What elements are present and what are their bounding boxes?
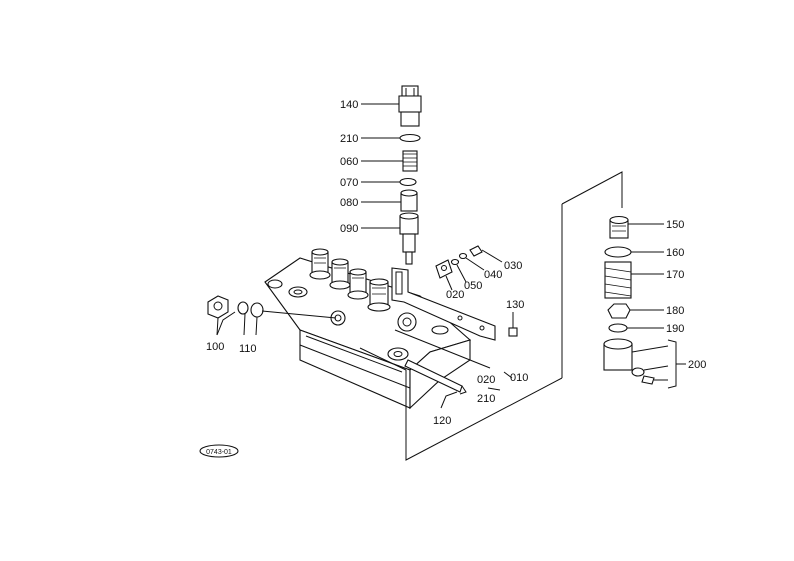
label-190: 190 xyxy=(666,323,684,335)
label-180: 180 xyxy=(666,305,684,317)
label-030: 030 xyxy=(504,260,522,272)
label-050: 050 xyxy=(464,280,482,292)
gasket-070 xyxy=(399,177,417,187)
washer-110-a xyxy=(237,301,249,315)
spring-060 xyxy=(402,150,418,172)
plunger-spring-170 xyxy=(604,261,632,299)
label-130: 130 xyxy=(506,299,524,311)
label-200: 200 xyxy=(688,359,706,371)
label-090: 090 xyxy=(340,223,358,235)
label-160: 160 xyxy=(666,247,684,259)
stamp-text: 0743-01 xyxy=(206,449,232,456)
label-070: 070 xyxy=(340,177,358,189)
label-120: 120 xyxy=(433,415,451,427)
label-150: 150 xyxy=(666,219,684,231)
washer-110-b xyxy=(250,302,264,318)
washer-040 xyxy=(458,252,468,260)
roller-tappet-200 xyxy=(603,338,655,385)
banjo-bolt-100 xyxy=(207,295,229,319)
label-060: 060 xyxy=(340,156,358,168)
label-020: 020 xyxy=(446,289,464,301)
part-labels: 140 210 060 070 080 090 030 040 050 020 … xyxy=(206,99,706,427)
label-020-rack: 020 xyxy=(477,374,495,386)
bolt-030 xyxy=(469,245,483,257)
washer-050 xyxy=(450,258,460,266)
leader-lines xyxy=(216,103,686,365)
reference-lines xyxy=(216,171,677,461)
label-210-rack: 210 xyxy=(477,393,495,405)
clamp-020 xyxy=(435,259,453,279)
washer-190 xyxy=(608,323,628,333)
upper-seat-160 xyxy=(604,246,632,258)
screw-130 xyxy=(508,320,518,337)
lower-seat-180 xyxy=(607,303,631,319)
pump-housing xyxy=(264,248,472,410)
label-100: 100 xyxy=(206,341,224,353)
label-140: 140 xyxy=(340,99,358,111)
tappet-150 xyxy=(609,215,629,239)
label-170: 170 xyxy=(666,269,684,281)
control-rack xyxy=(394,329,491,395)
o-ring-210 xyxy=(399,133,421,143)
valve-080 xyxy=(400,189,418,212)
rack-bracket xyxy=(391,267,496,341)
plunger-barrel-090 xyxy=(399,212,419,265)
label-210: 210 xyxy=(340,133,358,145)
label-110: 110 xyxy=(239,343,257,355)
label-010: 010 xyxy=(510,372,528,384)
label-080: 080 xyxy=(340,197,358,209)
delivery-valve-holder-140 xyxy=(398,85,422,127)
label-040: 040 xyxy=(484,269,502,281)
reference-stamp: 0743-01 xyxy=(199,444,239,458)
delivery-valve-holders xyxy=(309,248,391,312)
